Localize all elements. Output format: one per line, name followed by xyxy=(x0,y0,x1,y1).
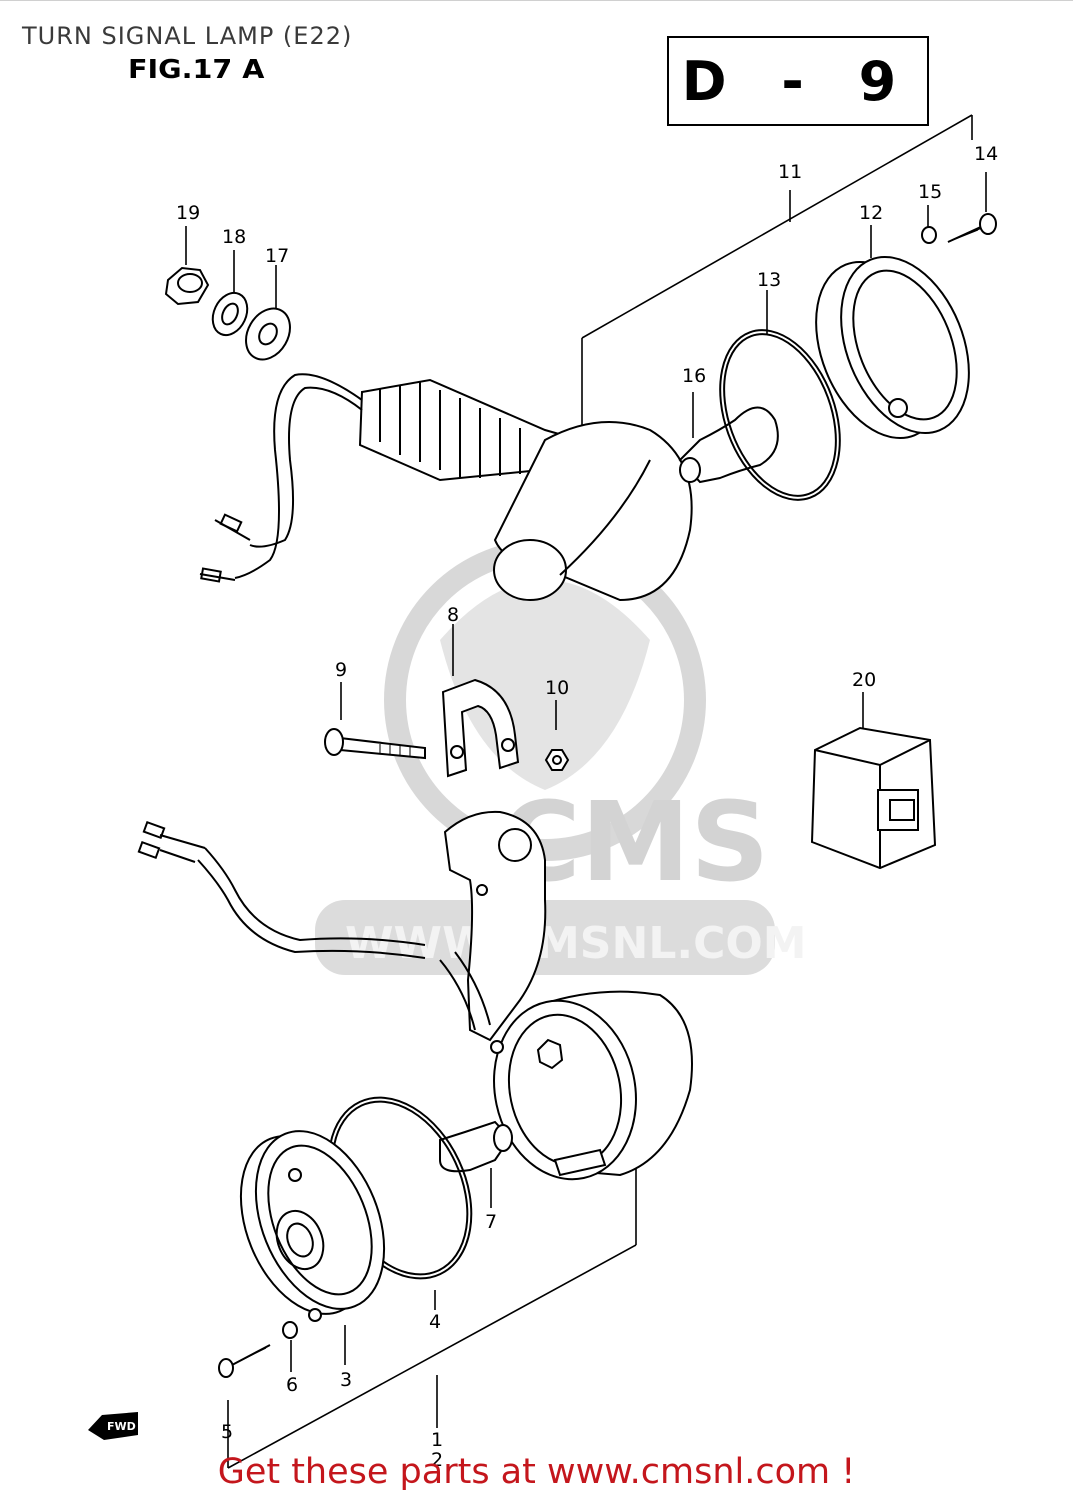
lens-part-12[interactable] xyxy=(792,238,993,457)
part-label-19[interactable]: 19 xyxy=(176,202,200,224)
diagram-title: TURN SIGNAL LAMP (E22) xyxy=(22,22,353,50)
part-number-labels: 1 2 3 4 5 6 7 8 9 10 11 12 13 14 15 16 1… xyxy=(176,143,998,1471)
parts-shop-link[interactable]: Get these parts at www.cmsnl.com ! xyxy=(217,1452,856,1492)
part-label-14[interactable]: 14 xyxy=(974,143,998,165)
part-label-12[interactable]: 12 xyxy=(859,202,883,224)
bolt-part-9[interactable] xyxy=(324,728,426,760)
lower-lamp-stay[interactable] xyxy=(443,810,547,1042)
part-label-17[interactable]: 17 xyxy=(265,245,289,267)
part-label-10[interactable]: 10 xyxy=(545,677,569,699)
lock-washer-part-18[interactable] xyxy=(206,287,254,340)
figure-number: FIG.17 A xyxy=(128,55,265,85)
upper-lamp-housing[interactable] xyxy=(358,378,693,602)
flasher-relay-part-20[interactable] xyxy=(810,726,937,870)
small-washer-part-6[interactable] xyxy=(282,1321,298,1339)
forward-direction-arrow-icon: FWD xyxy=(88,1412,138,1440)
lens-part-3[interactable] xyxy=(216,1112,408,1333)
bulb-part-16[interactable] xyxy=(678,406,779,484)
part-label-6[interactable]: 6 xyxy=(286,1374,298,1396)
diagram-code-box: D - 9 xyxy=(667,36,929,126)
part-label-20[interactable]: 20 xyxy=(852,669,876,691)
gasket-part-13[interactable] xyxy=(698,313,862,516)
part-label-18[interactable]: 18 xyxy=(222,226,246,248)
lower-lamp-housing[interactable] xyxy=(478,987,693,1192)
part-label-13[interactable]: 13 xyxy=(757,269,781,291)
watermark-url: WWW.CMSNL.COM xyxy=(345,918,807,969)
nut-part-10[interactable] xyxy=(544,749,570,771)
upper-wire-harness xyxy=(199,373,363,583)
diagram-code: D - 9 xyxy=(681,49,915,113)
part-label-1[interactable]: 1 xyxy=(431,1429,443,1451)
part-label-3[interactable]: 3 xyxy=(340,1369,352,1391)
part-label-7[interactable]: 7 xyxy=(485,1211,497,1233)
part-label-4[interactable]: 4 xyxy=(429,1311,441,1333)
part-label-15[interactable]: 15 xyxy=(918,181,942,203)
top-divider xyxy=(0,0,1073,1)
part-label-8[interactable]: 8 xyxy=(447,604,459,626)
flat-washer-part-17[interactable] xyxy=(237,301,299,368)
part-label-16[interactable]: 16 xyxy=(682,365,706,387)
part-label-2[interactable]: 2 xyxy=(431,1449,443,1471)
part-label-11[interactable]: 11 xyxy=(778,161,802,183)
screw-part-14[interactable] xyxy=(947,213,997,243)
forward-marker-label: FWD xyxy=(107,1420,136,1433)
screw-part-5[interactable] xyxy=(218,1344,271,1378)
part-label-9[interactable]: 9 xyxy=(335,659,347,681)
clamp-part-8[interactable] xyxy=(441,678,520,778)
part-label-5[interactable]: 5 xyxy=(221,1421,233,1443)
small-washer-part-15[interactable] xyxy=(921,226,937,244)
lower-wire-harness xyxy=(137,820,491,1031)
hex-nut-part-19[interactable] xyxy=(164,266,210,306)
upper-assembly-bracket-lines xyxy=(185,114,987,730)
